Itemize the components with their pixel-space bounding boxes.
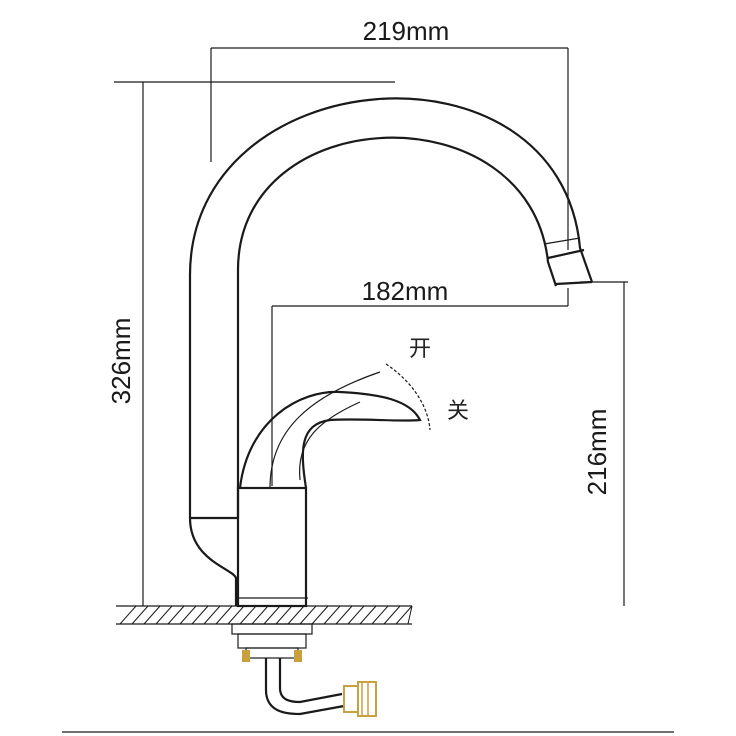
- hatch-line: [263, 605, 281, 625]
- dimension-spout-height: 216mm: [580, 281, 628, 606]
- mounting-washer: [231, 623, 313, 635]
- label-close: 关: [447, 399, 469, 424]
- mounting-ring: [245, 647, 299, 659]
- dimension-spout-reach: 182mm: [271, 276, 569, 486]
- hatch-line: [131, 605, 149, 625]
- label-spout-height: 216mm: [582, 409, 612, 496]
- spout-outer-edge: [188, 97, 594, 518]
- dimension-total-height: 326mm: [106, 81, 395, 606]
- hatch-line: [215, 605, 233, 625]
- handle-inner-line: [298, 401, 361, 481]
- countertop: [116, 605, 413, 625]
- aerator-ring: [543, 237, 581, 245]
- hatch-line: [335, 605, 353, 625]
- hatch-line: [227, 605, 245, 625]
- label-open: 开: [409, 337, 431, 362]
- aerator-bottom: [555, 280, 593, 286]
- hatch-line: [191, 605, 209, 625]
- hatch-line: [299, 605, 317, 625]
- aerator-top: [547, 248, 585, 260]
- hatch-line: [407, 605, 413, 625]
- hatch-line: [347, 605, 365, 625]
- fitting-right: [294, 650, 302, 662]
- hatch-line: [383, 605, 401, 625]
- handle-body: [238, 390, 422, 489]
- hatch-line: [143, 605, 161, 625]
- hatch-line: [203, 605, 221, 625]
- spout-inner-edge: [236, 136, 558, 518]
- hatch-line: [155, 605, 173, 625]
- hatch-line: [359, 605, 377, 625]
- label-total-height: 326mm: [106, 318, 136, 405]
- hatch-line: [323, 605, 341, 625]
- supply-hose: [264, 658, 377, 717]
- hatch-line: [371, 605, 389, 625]
- hatch-line: [239, 605, 257, 625]
- dimension-top-width: 219mm: [210, 16, 569, 250]
- mounting-nut: [237, 633, 307, 649]
- hatch-line: [311, 605, 329, 625]
- label-spout-reach: 182mm: [362, 276, 449, 306]
- faucet-spout: [188, 97, 594, 520]
- mounting-hardware: [231, 623, 313, 662]
- hatch-line: [287, 605, 305, 625]
- label-top-width: 219mm: [363, 16, 450, 46]
- hose-inner: [278, 658, 343, 704]
- body-cylinder: [236, 486, 308, 608]
- hatch-line: [395, 605, 413, 625]
- body-left-curve: [188, 517, 238, 606]
- hatch-line: [275, 605, 293, 625]
- handle-open-position: [269, 371, 381, 489]
- lever-handle: 开 关: [238, 337, 469, 489]
- hatch-line: [179, 605, 197, 625]
- hose-connector: [357, 681, 377, 717]
- hatch-line: [167, 605, 185, 625]
- hatch-line: [251, 605, 269, 625]
- countertop-hatching: [119, 605, 413, 625]
- handle-motion-arc: [385, 363, 431, 431]
- fitting-left: [242, 650, 250, 662]
- hatch-line: [119, 605, 137, 625]
- hose-outer: [264, 658, 345, 716]
- faucet-body: [188, 486, 308, 608]
- hose-nut: [343, 685, 359, 713]
